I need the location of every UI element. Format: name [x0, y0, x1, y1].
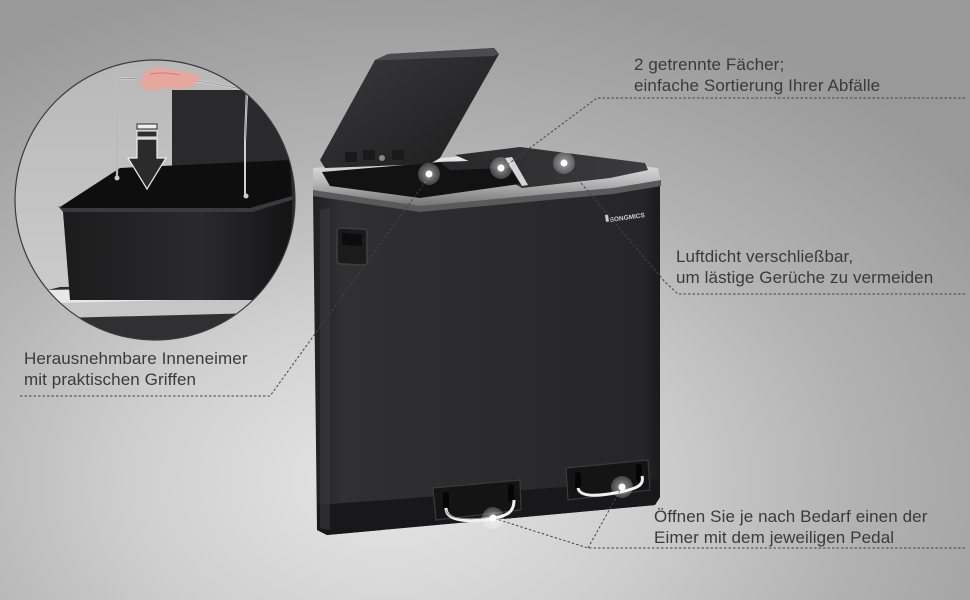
leader-compartments	[502, 97, 965, 169]
callout-inner-buckets-line1: Herausnehmbare Inneneimer	[24, 349, 248, 368]
leader-airtight	[563, 162, 965, 295]
callout-compartments: 2 getrennte Fächer; einfache Sortierung …	[634, 54, 880, 96]
callout-compartments-line2: einfache Sortierung Ihrer Abfälle	[634, 76, 881, 95]
leader-lines	[20, 97, 965, 549]
marker-dot-icon	[553, 152, 575, 174]
open-lid	[320, 48, 499, 168]
marker-dots	[418, 152, 633, 529]
callout-airtight-line2: um lästige Gerüche zu vermeiden	[676, 268, 934, 287]
logo-text: SONGMICS	[609, 212, 646, 224]
callout-pedals-line2: Eimer mit dem jeweiligen Pedal	[654, 528, 895, 547]
callout-airtight: Luftdicht verschließbar, um lästige Gerü…	[676, 246, 933, 288]
callout-inner-buckets: Herausnehmbare Inneneimer mit praktische…	[24, 348, 248, 390]
side-handle	[336, 227, 368, 266]
marker-dot-icon	[418, 163, 440, 185]
inset-detail-circle	[14, 59, 296, 341]
leader-inner-buckets	[20, 173, 432, 397]
marker-dot-icon	[490, 157, 512, 179]
callout-pedals: Öffnen Sie je nach Bedarf einen der Eime…	[654, 506, 927, 548]
callout-inner-buckets-line2: mit praktischen Griffen	[24, 370, 197, 389]
songmics-logo: SONGMICS	[605, 212, 646, 224]
marker-dot-icon	[482, 507, 504, 529]
callout-airtight-line1: Luftdicht verschließbar,	[676, 247, 854, 266]
down-arrow-icon	[126, 123, 168, 191]
callout-pedals-line1: Öffnen Sie je nach Bedarf einen der	[654, 507, 928, 526]
dual-bin: SONGMICS	[313, 48, 661, 535]
callout-compartments-line1: 2 getrennte Fächer;	[634, 55, 785, 74]
marker-dot-icon	[611, 476, 633, 498]
leader-pedals-left	[492, 517, 965, 549]
